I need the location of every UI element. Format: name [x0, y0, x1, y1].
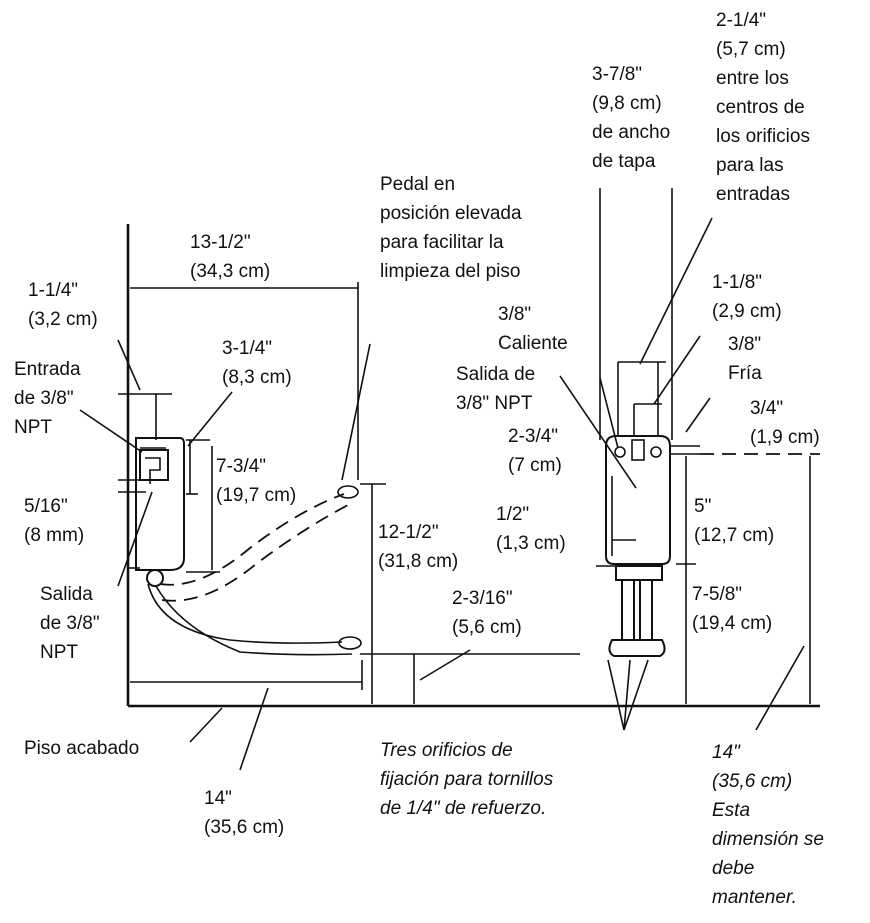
pedal-upper — [147, 583, 343, 644]
leader-caliente — [599, 377, 619, 449]
pedal-foot — [608, 639, 666, 657]
label-5-16: 5/16" (8 mm) — [24, 496, 85, 546]
label-entrada: Entrada de 3/8" NPT — [14, 359, 81, 438]
label-3-4: 3/4" (1,9 cm) — [750, 398, 820, 448]
leader-1-1-8 — [653, 335, 701, 405]
cold-inlet — [650, 446, 662, 458]
label-2-3-4: 2-3/4" (7 cm) — [508, 426, 562, 476]
pedal-pivot — [146, 569, 164, 587]
leader-pedal — [341, 343, 371, 481]
label-7-5-8: 7-5/8" (19,4 cm) — [692, 584, 773, 634]
label-2-1-4: 2-1/4" (5,7 cm) entre los centros de los… — [716, 10, 810, 205]
label-7-3-4: 7-3/4" (19,7 cm) — [216, 456, 297, 506]
label-1-1-4: 1-1/4" (3,2 cm) — [28, 280, 98, 330]
dim-14-left-leader — [239, 687, 269, 771]
label-1-1-8: 1-1/8" (2,9 cm) — [712, 272, 782, 322]
label-1-2: 1/2" (1,3 cm) — [496, 504, 566, 554]
label-3-7-8: 3-7/8" (9,8 cm) de ancho de tapa — [592, 64, 671, 172]
label-caliente: 3/8" Caliente — [498, 304, 568, 354]
piso-leader — [189, 707, 223, 743]
label-2-3-16: 2-3/16" (5,6 cm) — [452, 588, 522, 638]
leader-1-1-4 — [117, 339, 141, 391]
label-piso-acabado: Piso acabado — [24, 738, 140, 759]
leader-screw-a — [607, 659, 625, 731]
pedal-tip — [338, 636, 362, 650]
pedal-stem-b — [639, 579, 653, 641]
label-3-1-4: 3-1/4" (8,3 cm) — [222, 338, 292, 388]
label-salida-left: Salida de 3/8" NPT — [40, 584, 100, 663]
pedal-raised-lower — [161, 503, 351, 602]
label-tres-orificios: Tres orificios de fijación para tornillo… — [380, 740, 554, 819]
valve-core-right — [631, 439, 645, 461]
pedal-raised-upper — [159, 493, 345, 586]
pedal-raised-tip — [337, 485, 359, 499]
label-13-half: 13-1/2" (34,3 cm) — [190, 232, 271, 282]
leader-14-right — [755, 645, 805, 731]
leader-salida-right — [559, 375, 637, 489]
leader-salida-left — [117, 491, 153, 587]
label-fria: 3/8" Fría — [728, 334, 762, 384]
dim-2-3-16-leader — [419, 649, 471, 681]
leader-2-1-4 — [639, 217, 713, 365]
leader-fria — [685, 397, 711, 433]
label-12-half: 12-1/2" (31,8 cm) — [378, 522, 459, 572]
label-5: 5" (12,7 cm) — [694, 496, 775, 546]
leader-3-1-4 — [187, 391, 233, 447]
label-pedal-note: Pedal en posición elevada para facilitar… — [380, 174, 522, 282]
label-14-right: 14" (35,6 cm) Esta dimensión se debe man… — [712, 742, 824, 908]
valve-fitting-left — [139, 449, 169, 481]
label-14-left: 14" (35,6 cm) — [204, 788, 285, 838]
hot-inlet — [614, 446, 626, 458]
leader-entrada — [79, 409, 143, 453]
label-salida-right: Salida de 3/8" NPT — [456, 364, 536, 414]
pedal-lower — [155, 585, 353, 656]
leader-screw-b — [623, 659, 631, 731]
pedal-stem-a — [621, 579, 635, 641]
leader-screw-c — [623, 659, 649, 731]
valve-pipe-left — [145, 457, 161, 484]
pedal-mount — [615, 565, 663, 581]
